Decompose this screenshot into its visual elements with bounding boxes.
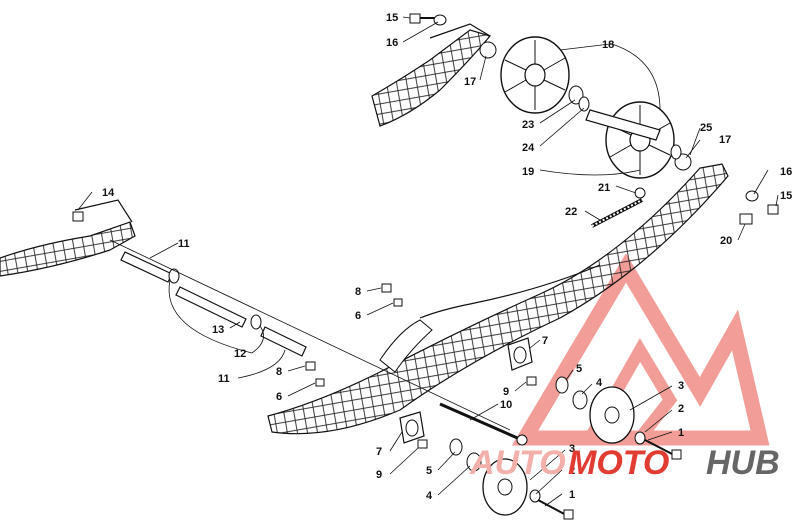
left-slide-rail [0,199,136,277]
callout-17-top: 17 [464,76,476,88]
callout-24: 24 [522,142,535,154]
small-bolts [305,283,537,449]
callout-6-bottom: 6 [276,391,282,403]
callout-11-top: 11 [178,238,190,250]
callout-19: 19 [522,166,534,178]
lower-wheel-lower [449,438,574,520]
bolt-15-top [409,13,447,26]
callout-11-bottom: 11 [218,373,230,385]
callout-1-bottom: 1 [569,489,575,501]
callout-14: 14 [102,187,115,199]
callout-3-bottom: 3 [569,443,575,455]
bolt-15-right [739,190,779,225]
callout-3-top: 3 [678,380,684,392]
callout-7-bottom: 7 [376,446,382,458]
callout-21: 21 [598,182,610,194]
callout-6-top: 6 [355,310,361,322]
watermark-auto: AUTO [469,444,566,482]
callout-12: 12 [234,348,246,360]
callout-22: 22 [565,206,577,218]
callout-4-bottom: 4 [426,490,433,502]
callout-1-top: 1 [678,427,684,439]
callout-2-bottom: 2 [569,465,575,477]
rear-rail-segment [371,23,492,127]
mount-block-lower [399,411,425,444]
cross-shaft-tubes [109,239,511,431]
nut-14 [72,211,84,222]
callout-7-top: 7 [542,335,548,347]
leader-lines [77,16,779,507]
mount-block-upper [507,337,533,371]
lower-wheel-upper [555,376,682,460]
watermark-text: AUTO MOTO HUB [469,444,780,482]
callout-15-top: 15 [386,12,398,24]
callout-9-top: 9 [503,386,509,398]
callout-23: 23 [522,119,534,131]
watermark-moto: MOTO [568,444,669,482]
callout-8-bottom: 8 [276,366,282,378]
right-slide-rail [267,163,729,435]
callout-20: 20 [720,235,732,247]
callout-8-top: 8 [355,286,361,298]
cross-rod [439,402,528,446]
callout-13: 13 [212,324,224,336]
callout-16-right: 16 [780,166,792,178]
callout-16-top: 16 [386,37,398,49]
rear-idler-wheel-right [605,101,675,179]
callout-15-right: 15 [780,190,792,202]
callout-5-top: 5 [576,363,582,375]
callout-18: 18 [602,39,614,51]
callout-17-right: 17 [719,134,731,146]
callout-25: 25 [700,122,712,134]
callout-5-bottom: 5 [426,465,432,477]
callout-10: 10 [500,399,512,411]
rear-axle-shaft [479,41,692,171]
watermark-hub: HUB [706,444,780,482]
rear-idler-wheel-left [500,36,570,114]
callout-4-top: 4 [596,377,603,389]
callout-labels: 15 16 17 18 23 24 19 25 17 21 22 16 15 2… [102,12,792,502]
callout-2-top: 2 [678,403,684,415]
callout-9-bottom: 9 [376,469,382,481]
